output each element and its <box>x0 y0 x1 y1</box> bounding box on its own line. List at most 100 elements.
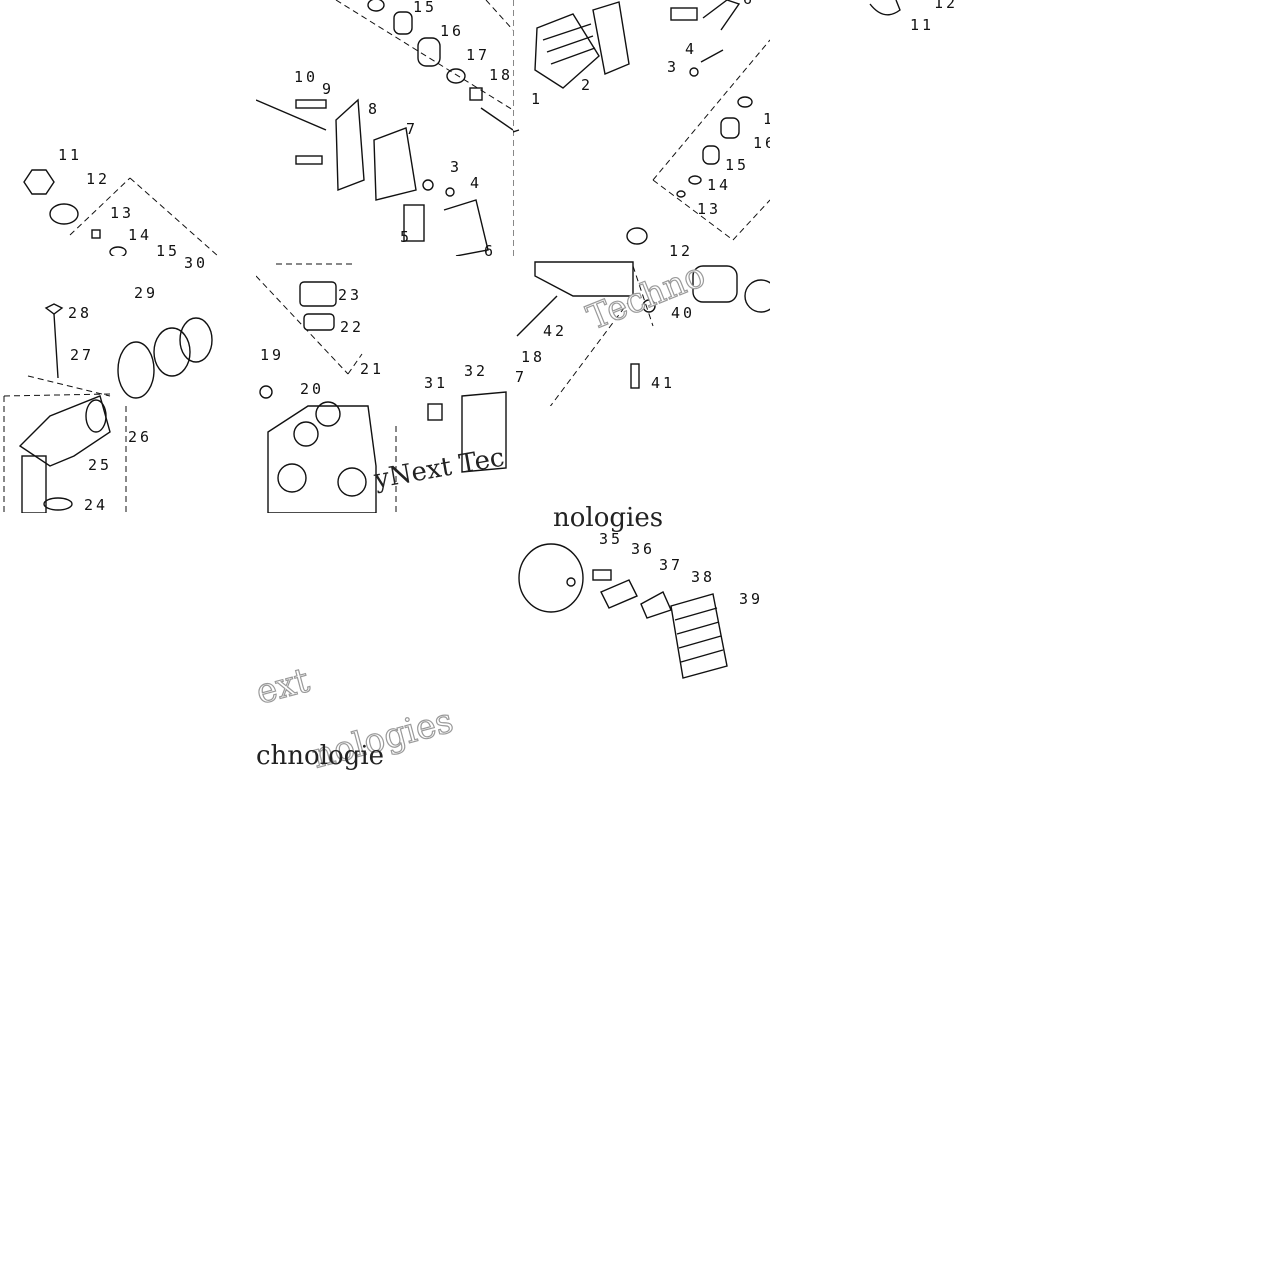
spring-part <box>720 117 740 139</box>
port-part <box>337 467 367 497</box>
label-21: 21 <box>360 360 384 378</box>
label-15: 15 <box>725 156 749 174</box>
tile-valve-train-upper: 15 16 17 18 10 9 8 7 3 4 5 6 <box>256 0 513 256</box>
stud-part <box>53 313 59 379</box>
dash-line <box>632 265 654 327</box>
label-11: 11 <box>910 16 934 34</box>
bolt-part <box>256 99 327 131</box>
o-ring-part <box>626 227 648 245</box>
label-27: 27 <box>70 346 94 364</box>
insulator-part <box>303 313 335 331</box>
watermark-fragment-svg: ext nologies chnologie <box>256 660 458 770</box>
label-22: 22 <box>340 318 364 336</box>
label-4: 4 <box>470 174 482 192</box>
o-ring-part <box>43 497 73 511</box>
nut-part <box>689 67 699 77</box>
label-1: 1 <box>531 90 543 108</box>
label-40: 40 <box>671 304 695 322</box>
port-part <box>293 421 319 447</box>
label-36: 36 <box>631 540 655 558</box>
intake-neck-part <box>21 455 47 513</box>
pin-part <box>592 569 612 581</box>
tile-watermark-fragment: ext nologies chnologie <box>256 660 476 770</box>
dash-line <box>549 295 634 406</box>
spring-part <box>702 145 720 165</box>
label-35: 35 <box>599 530 623 548</box>
camshaft-part <box>692 265 738 303</box>
bolt-part <box>445 187 455 197</box>
label-23: 23 <box>338 286 362 304</box>
dash-line <box>485 0 513 31</box>
label-25: 25 <box>88 456 112 474</box>
dash-line <box>335 0 513 111</box>
tile-cylinder-fins-svg: nologies 35 36 37 38 39 <box>518 503 763 679</box>
label-13: 13 <box>697 200 721 218</box>
label-28: 28 <box>68 304 92 322</box>
label-16: 16 <box>753 134 770 152</box>
label-6: 6 <box>484 242 496 256</box>
pin-part <box>670 7 698 21</box>
hose-clamp-part <box>179 317 213 363</box>
dowel-part <box>427 403 443 421</box>
label-12: 12 <box>934 0 958 12</box>
o-ring-part <box>49 203 79 225</box>
chain-guide-part <box>335 98 365 192</box>
cap-part <box>869 0 901 16</box>
label-1b: 1 <box>763 110 770 128</box>
rocker-arm-part <box>443 199 489 256</box>
tile-cap-svg: 12 11 <box>869 0 958 34</box>
label-37: 37 <box>659 556 683 574</box>
tile-intake-svg: 28 29 30 27 26 25 24 <box>3 256 213 513</box>
intake-body-part <box>18 395 111 467</box>
label-31: 31 <box>424 374 448 392</box>
head-gasket-part <box>461 391 507 473</box>
hose-clamp-part <box>153 327 191 377</box>
label-8: 8 <box>368 100 380 118</box>
label-41: 41 <box>651 374 675 392</box>
label-3: 3 <box>667 58 679 76</box>
label-24: 24 <box>84 496 108 513</box>
bolt-part <box>700 49 724 63</box>
label-19: 19 <box>260 346 284 364</box>
dash-line <box>256 275 349 375</box>
nut-part <box>422 179 434 191</box>
bolt-part <box>295 99 327 109</box>
label-11: 11 <box>58 146 82 164</box>
seal-part <box>446 68 466 84</box>
finned-cover-fins <box>674 607 724 663</box>
watermark-text: nologies <box>553 503 663 533</box>
label-6: 6 <box>743 0 755 8</box>
port-part <box>277 463 307 493</box>
washer-part <box>109 246 127 256</box>
intake-boot-part <box>117 341 155 399</box>
dash-line <box>3 393 111 397</box>
pin-part <box>403 204 425 242</box>
label-3: 3 <box>450 158 462 176</box>
gasket-part <box>592 1 630 75</box>
nut-part <box>91 229 101 239</box>
stud-part <box>630 363 640 389</box>
dash-line <box>347 353 363 375</box>
watermark-text: chnologie <box>256 741 384 770</box>
label-7: 7 <box>515 368 527 386</box>
dash-line <box>27 375 111 397</box>
tile-camshaft: 40 42 18 7 41 Techno <box>513 256 770 406</box>
tile-head-cover-svg: 1 2 3 4 6 16 15 14 13 1 12 <box>513 0 770 256</box>
label-7: 7 <box>406 120 418 138</box>
cylinder-head-part <box>267 405 377 513</box>
nut-part <box>44 303 64 315</box>
dash-line <box>652 179 734 241</box>
label-29: 29 <box>134 284 158 302</box>
finned-cover-part <box>670 593 728 679</box>
label-15: 15 <box>413 0 437 16</box>
gasket-part <box>373 127 417 201</box>
label-39: 39 <box>739 590 763 608</box>
bolt-part <box>642 299 656 313</box>
watermark-text: Techno <box>581 256 710 338</box>
label-15: 15 <box>156 242 180 256</box>
tile-cylinder-head: 23 22 19 21 20 31 32 yNext Tec <box>256 256 513 513</box>
watermark-text: yNext Tec <box>371 443 507 496</box>
label-13: 13 <box>110 204 134 222</box>
tile-cylinder-head-svg: 23 22 19 21 20 31 32 yNext Tec <box>256 263 507 513</box>
